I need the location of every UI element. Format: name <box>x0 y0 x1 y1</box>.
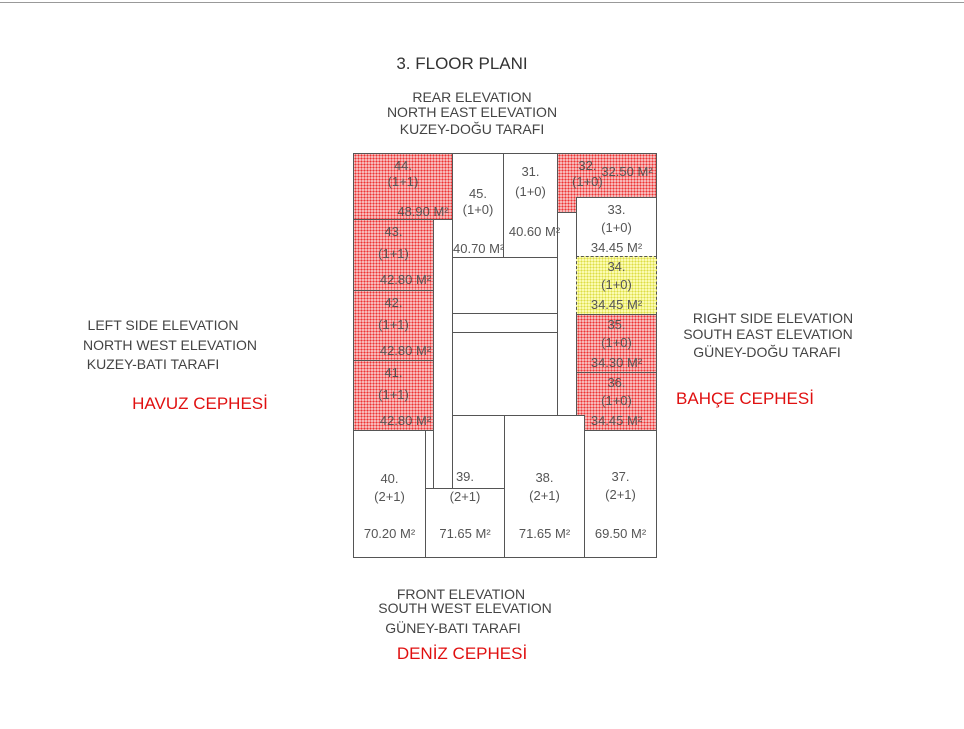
unit-number: 32. <box>578 158 597 173</box>
right-elevation-1: RIGHT SIDE ELEVATION <box>692 310 854 326</box>
unit-type: (1+0) <box>601 393 632 408</box>
unit-number: 42. <box>384 295 403 310</box>
unit-area: 70.20 M² <box>363 526 416 541</box>
front-elevation-2: SOUTH WEST ELEVATION <box>378 600 552 616</box>
left-elevation-2: NORTH WEST ELEVATION <box>83 337 257 353</box>
divider <box>0 2 964 3</box>
unit-number: 39. <box>455 469 475 484</box>
unit-area: 32.50 M² <box>601 164 653 179</box>
sea-facade-label: DENİZ CEPHESİ <box>396 644 528 663</box>
rear-elevation-2: NORTH EAST ELEVATION <box>386 104 558 120</box>
unit-42[interactable]: 42. (1+1) 42.80 M² <box>353 290 434 361</box>
unit-45[interactable]: 45.(1+0) 40.70 M² <box>452 153 504 258</box>
unit-area: 34.45 M² <box>590 240 643 255</box>
unit-type: (1+0) <box>601 335 632 350</box>
unit-43[interactable]: 43. (1+1) 42.80 M² <box>353 219 434 291</box>
unit-38[interactable]: 38. (2+1) 71.65 M² <box>504 415 585 558</box>
unit-area: 42.80 M² <box>379 343 432 358</box>
unit-35[interactable]: 35. (1+0) 34.30 M² <box>576 314 657 373</box>
rear-elevation-1: REAR ELEVATION <box>412 89 532 105</box>
unit-number: 41. <box>384 365 403 380</box>
unit-type: (2+1) <box>449 489 481 504</box>
unit-area: 71.65 M² <box>518 526 571 541</box>
unit-type: (2+1) <box>529 488 560 503</box>
unit-36[interactable]: 36. (1+0) 34.45 M² <box>576 372 657 431</box>
core-block <box>452 332 558 416</box>
unit-37[interactable]: 37. (2+1) 69.50 M² <box>584 430 657 558</box>
unit-number: 35. <box>607 317 626 332</box>
unit-type: (1+1) <box>378 246 409 261</box>
unit-area: 34.45 M² <box>590 413 643 428</box>
rear-elevation-3: KUZEY-DOĞU TARAFI <box>399 121 545 137</box>
unit-number: 36. <box>607 375 626 390</box>
right-elevation-3: GÜNEY-DOĞU TARAFI <box>693 344 841 360</box>
unit-area: 42.80 M² <box>379 272 432 287</box>
unit-area: 42.80 M² <box>379 413 432 428</box>
unit-31[interactable]: 31. (1+0) 40.60 M² <box>503 153 561 258</box>
pool-facade-label: HAVUZ CEPHESİ <box>132 394 268 413</box>
unit-number: 44. <box>393 158 413 173</box>
unit-number: 34. <box>607 259 626 274</box>
unit-type: (1+0) <box>601 277 632 292</box>
unit-type: (2+1) <box>605 487 636 502</box>
unit-type: (1+1) <box>387 174 419 189</box>
unit-type: (1+0) <box>462 202 494 217</box>
unit-type: (1+0) <box>572 174 603 189</box>
unit-number: 40. <box>380 471 399 486</box>
unit-area: 40.70 M² <box>453 241 505 256</box>
unit-type: (1+0) <box>515 184 546 199</box>
unit-area: 34.30 M² <box>590 355 643 370</box>
left-elevation-1: LEFT SIDE ELEVATION <box>87 317 239 333</box>
unit-41[interactable]: 41. (1+1) 42.80 M² <box>353 360 434 431</box>
unit-area: 40.60 M² <box>508 224 561 239</box>
unit-40[interactable]: 40. (2+1) 70.20 M² <box>353 430 426 558</box>
right-elevation-2: SOUTH EAST ELEVATION <box>683 326 853 342</box>
unit-area: 69.50 M² <box>594 526 647 541</box>
unit-number: 38. <box>535 470 554 485</box>
unit-39[interactable]: 39. (2+1) 71.65 M² <box>425 469 505 558</box>
front-elevation-3: GÜNEY-BATI TARAFI <box>385 620 521 636</box>
garden-facade-label: BAHÇE CEPHESİ <box>676 389 814 408</box>
unit-number: 43. <box>384 224 403 239</box>
left-elevation-3: KUZEY-BATI TARAFI <box>86 356 220 372</box>
unit-type: (1+0) <box>601 220 632 235</box>
unit-area: 48.90 M² <box>397 204 449 219</box>
unit-type: (1+1) <box>378 387 409 402</box>
unit-33[interactable]: 33. (1+0) 34.45 M² <box>576 197 657 257</box>
unit-area: 34.45 M² <box>590 297 643 312</box>
corridor-block <box>452 257 558 314</box>
unit-number: 33. <box>607 202 626 217</box>
unit-type: (2+1) <box>374 489 405 504</box>
unit-44[interactable]: 44.(1+1) 48.90 M² <box>353 153 453 220</box>
unit-34[interactable]: 34. (1+0) 34.45 M² <box>576 256 657 315</box>
front-elevation-1: FRONT ELEVATION <box>396 586 526 602</box>
unit-type: (1+1) <box>378 317 409 332</box>
page-title: 3. FLOOR PLANI <box>396 54 528 73</box>
unit-number: 37. <box>611 469 630 484</box>
unit-area: 71.65 M² <box>439 526 491 541</box>
unit-number: 45. <box>468 186 488 201</box>
unit-number: 31. <box>521 164 540 179</box>
